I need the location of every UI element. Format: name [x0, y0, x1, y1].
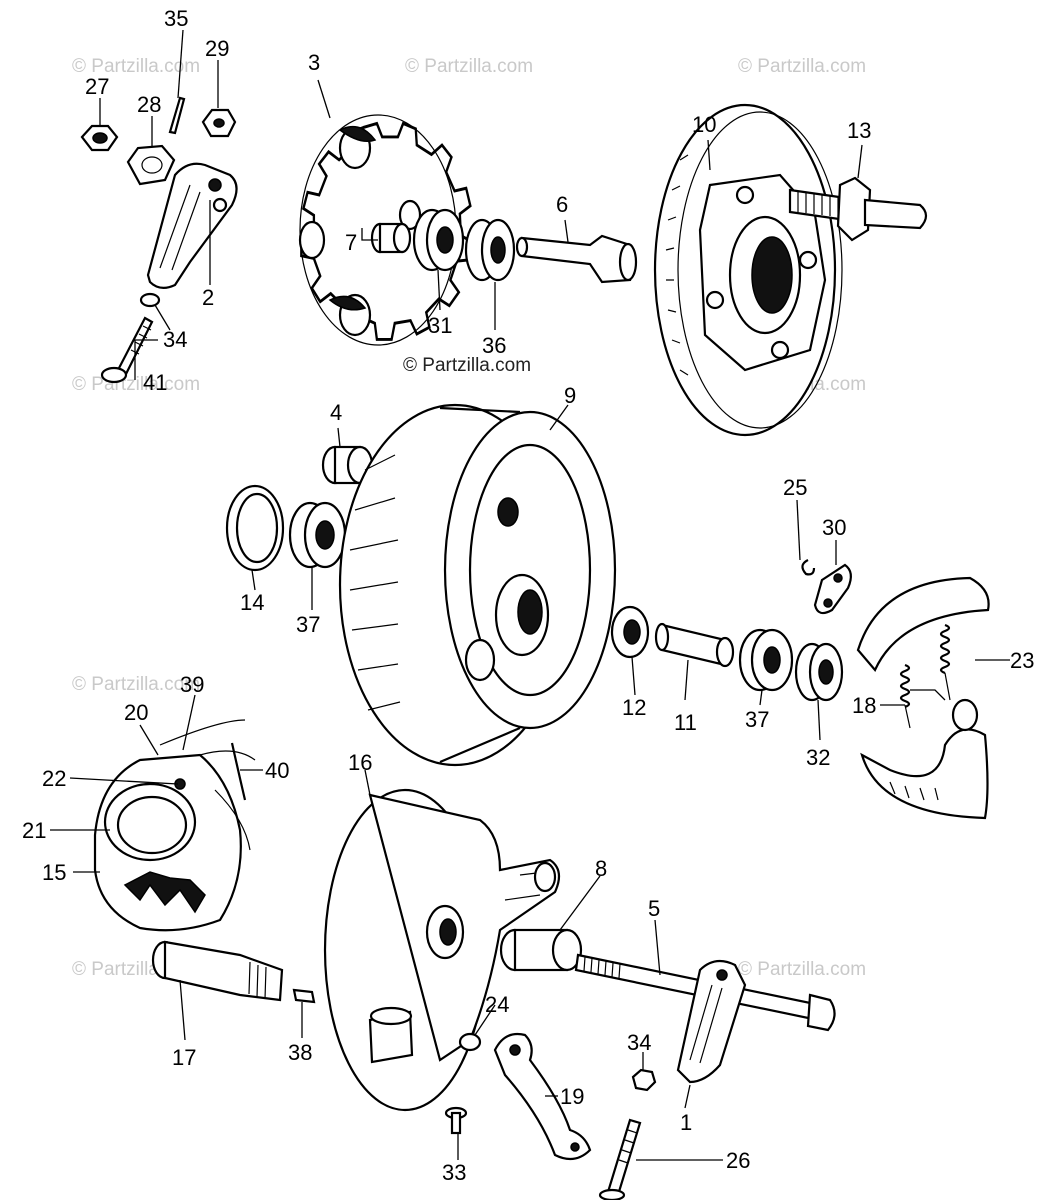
callout-1: 1 [680, 1110, 692, 1135]
callout-26: 26 [726, 1148, 750, 1173]
part-10-hub-flange-drawing [653, 103, 843, 437]
callout-2: 2 [202, 285, 214, 310]
callout-22: 22 [42, 766, 66, 791]
callout-4: 4 [330, 400, 342, 425]
callout-23: 23 [1010, 648, 1034, 673]
callout-40: 40 [265, 758, 289, 783]
callout-numbers: 35 29 27 28 2 34 41 3 7 31 36 6 10 13 4 … [22, 6, 1034, 1185]
part-37-bearing-drawing [738, 628, 794, 692]
watermark: © Partzilla.com [405, 56, 533, 77]
part-29-nut-drawing [201, 108, 237, 138]
callout-30: 30 [822, 515, 846, 540]
leader-lines [50, 29, 1010, 1161]
part-28-nut-drawing [126, 144, 176, 186]
part-31-bearing-drawing [412, 208, 465, 272]
center-credit: © Partzilla.com [403, 355, 531, 376]
part-30-plate-drawing [813, 563, 852, 615]
watermark: © Partzilla.com [738, 56, 866, 77]
part-17-spindle-drawing [151, 940, 284, 1002]
part-38-screw-drawing [292, 988, 316, 1004]
callout-3: 3 [308, 50, 320, 75]
callout-41: 41 [143, 370, 167, 395]
callout-14: 14 [240, 590, 264, 615]
part-25-clip-drawing [801, 559, 816, 576]
callout-33: 33 [442, 1160, 466, 1185]
part-34-nut-drawing [631, 1068, 657, 1092]
part-40-cable-drawing [230, 742, 247, 801]
part-7-spacer-drawing [370, 222, 412, 254]
watermark: © Partzilla.com [72, 674, 200, 695]
callout-16: 16 [348, 750, 372, 775]
callout-19: 19 [560, 1084, 584, 1109]
callout-8: 8 [595, 856, 607, 881]
callout-11: 11 [674, 710, 697, 735]
callout-6: 6 [556, 192, 568, 217]
part-14-seal-drawing [225, 484, 285, 572]
part-13-stud-drawing [788, 176, 928, 242]
part-26-bolt-drawing [598, 1118, 642, 1200]
part-32-bearing-drawing [794, 642, 844, 702]
callout-15: 15 [42, 860, 66, 885]
part-19-brake-arm-drawing [493, 1032, 592, 1161]
part-6-sleeve-drawing [515, 234, 638, 284]
part-1-adjuster-drawing [676, 959, 747, 1084]
part-23-brake-shoe-drawing [856, 576, 990, 820]
callout-38: 38 [288, 1040, 312, 1065]
callout-34-bottom: 34 [627, 1030, 651, 1055]
part-11-collar-drawing [654, 622, 735, 668]
callout-7: 7 [345, 230, 357, 255]
callout-12: 12 [622, 695, 646, 720]
part-15-case-drawing [93, 719, 256, 932]
part-9-hub-drawing [338, 403, 617, 767]
part-drawings [80, 96, 990, 1200]
callout-39: 39 [180, 672, 204, 697]
part-37-bearing-drawing [288, 501, 347, 569]
callout-32: 32 [806, 745, 830, 770]
part-34-nut-drawing [139, 292, 161, 308]
part-16-brake-panel-drawing [323, 788, 561, 1112]
callout-17: 17 [172, 1045, 196, 1070]
part-36-bearing-drawing [464, 218, 516, 282]
callout-34-top: 34 [163, 327, 187, 352]
part-35-cotter-pin-drawing [168, 96, 186, 135]
callout-37-left: 37 [296, 612, 320, 637]
callout-28: 28 [137, 92, 161, 117]
callout-10: 10 [692, 112, 716, 137]
callout-25: 25 [783, 475, 807, 500]
callout-21: 21 [22, 818, 46, 843]
callout-29: 29 [205, 36, 229, 61]
part-33-bolt-drawing [444, 1106, 468, 1135]
callout-36: 36 [482, 333, 506, 358]
callout-24: 24 [485, 992, 509, 1017]
part-8-collar-drawing [499, 928, 583, 972]
part-27-nut-drawing [80, 124, 119, 152]
callout-9: 9 [564, 383, 576, 408]
watermark: © Partzilla.com [738, 959, 866, 980]
callout-37-right: 37 [745, 707, 769, 732]
watermark: © Partzilla.com [72, 374, 200, 395]
callout-13: 13 [847, 118, 871, 143]
part-12-spacer-drawing [610, 605, 650, 659]
callout-35: 35 [164, 6, 188, 31]
part-2-adjuster-drawing [146, 162, 238, 289]
callout-31: 31 [428, 313, 452, 338]
callout-27: 27 [85, 74, 109, 99]
part-24-nut-drawing [458, 1032, 482, 1052]
callout-20: 20 [124, 700, 148, 725]
watermark: © Partzilla.com [72, 56, 200, 77]
part-18-spring-drawing [899, 623, 951, 729]
callout-5: 5 [648, 896, 660, 921]
callout-18: 18 [852, 693, 876, 718]
